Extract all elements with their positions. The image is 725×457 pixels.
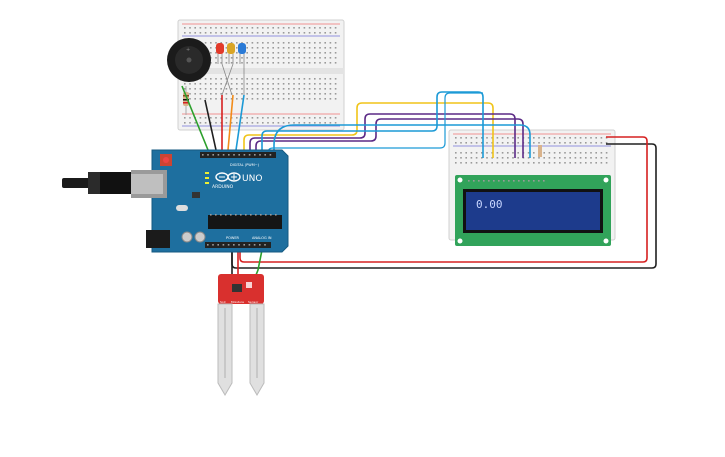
lcd-screen (466, 192, 600, 230)
wire-black-gnd (204, 99, 217, 151)
red-led[interactable] (216, 43, 224, 64)
led-l (205, 172, 209, 174)
uno-label: UNO (242, 174, 262, 184)
digital-label: DIGITAL (PWM~) (230, 163, 260, 167)
wires[interactable] (181, 85, 657, 291)
analog-label: ANALOG IN (252, 236, 272, 240)
sensor-label-moisture: Moisture (231, 300, 244, 304)
usb-cable[interactable] (62, 172, 134, 194)
wire-black-gnd-rail (231, 143, 657, 269)
soil-moisture-sensor[interactable]: Soil Moisture Sensor (217, 274, 265, 396)
reset-button-cap (163, 157, 169, 163)
led-rx (205, 182, 209, 184)
atmega-chip (208, 215, 282, 229)
blue-led[interactable] (238, 43, 246, 64)
svg-text:+: + (186, 47, 190, 53)
wire-red-5v-rail (239, 136, 648, 263)
lcd-value: 0.00 (476, 198, 503, 211)
arduino-uno[interactable]: UNO ARDUINO DIGITAL (PWM~) POWER ANALOG … (131, 149, 289, 253)
led-tx (205, 177, 209, 179)
yellow-led[interactable] (227, 43, 235, 64)
sensor-label-soil: Soil (220, 300, 226, 304)
power-label: POWER (226, 236, 240, 240)
wire-yellow-lcd (243, 102, 494, 158)
wire-orange-led (227, 94, 234, 151)
wire-blue-lcd-3 (273, 124, 531, 158)
wire-blue-led (235, 94, 245, 151)
wire-purple-lcd-1 (249, 113, 516, 158)
wire-blue-lcd-2 (267, 92, 483, 154)
sensor-label-sensor: Sensor (248, 300, 259, 304)
arduino-brand: ARDUINO (212, 184, 234, 190)
led-resistors (221, 63, 245, 96)
resistor[interactable] (183, 86, 189, 115)
led-group[interactable] (183, 43, 246, 115)
header-pins (202, 154, 272, 246)
lcd-display[interactable]: 0.00 (455, 145, 611, 246)
wire-green-buzzer (181, 85, 209, 151)
piezo-buzzer[interactable]: + (167, 38, 211, 82)
arduino-logo (215, 172, 241, 182)
wire-purple-lcd-2 (255, 118, 524, 158)
